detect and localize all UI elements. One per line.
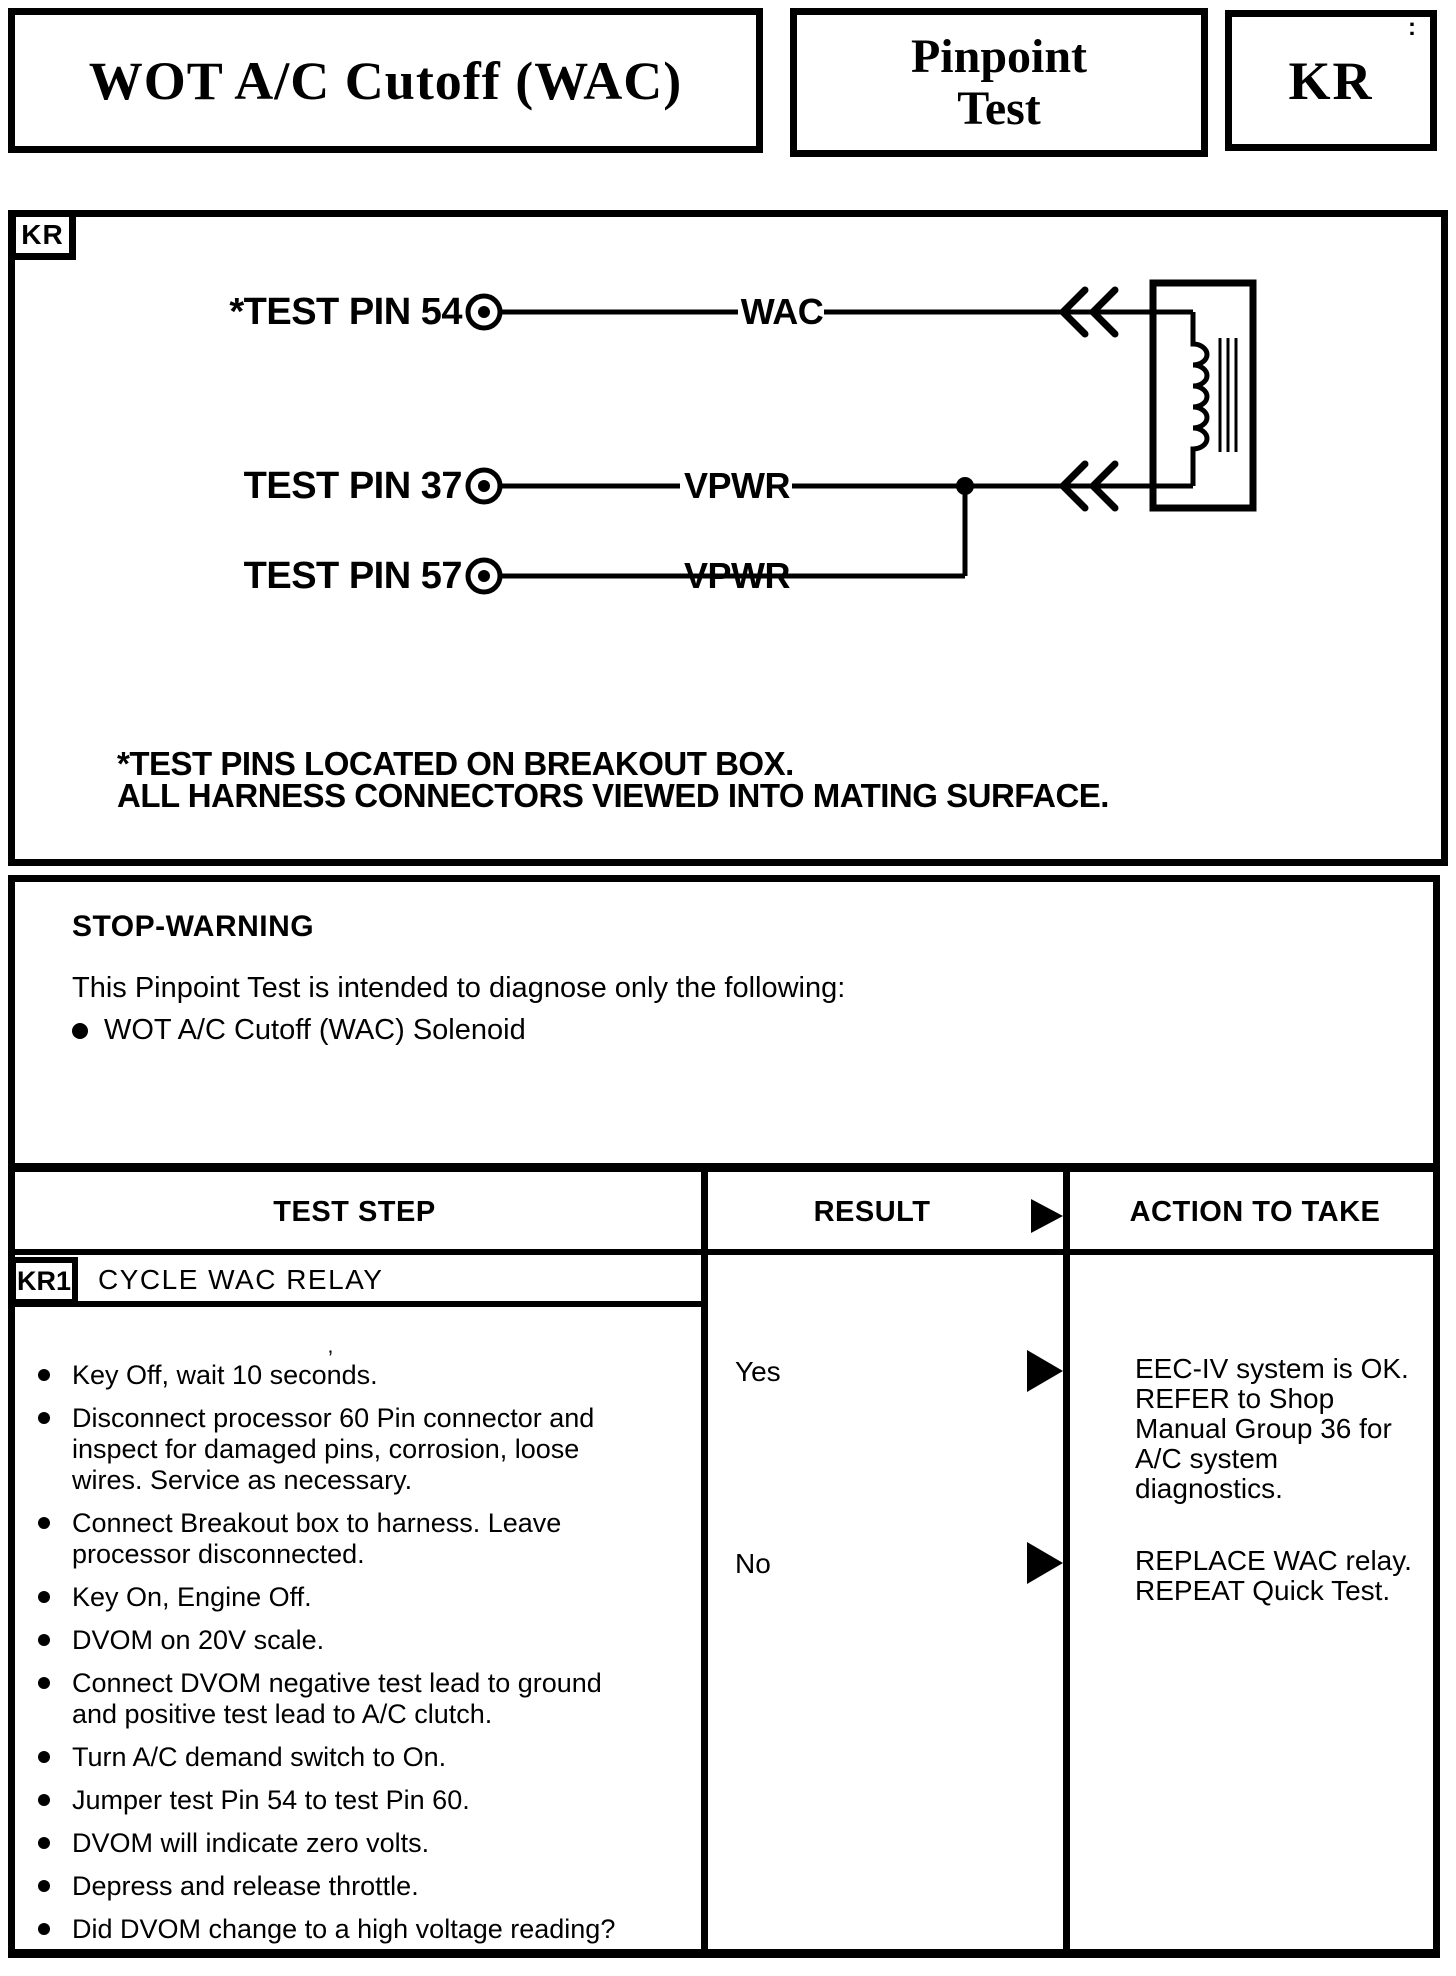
- test-step-list: Key Off, wait 10 seconds. Disconnect pro…: [8, 1310, 702, 1957]
- doc-type-line2: Test: [957, 81, 1041, 135]
- result-arrow-icon: [1031, 1199, 1063, 1233]
- column-header-action: ACTION TO TAKE: [1129, 1196, 1381, 1228]
- scan-noise-mark: :: [1408, 14, 1416, 41]
- doc-type-line1: Pinpoint: [910, 29, 1088, 83]
- test-step-item: Key On, Engine Off.: [38, 1582, 644, 1613]
- result-yes-label: Yes: [735, 1356, 781, 1387]
- action-for-no: REPLACE WAC relay. REPEAT Quick Test.: [1135, 1546, 1445, 1606]
- test-step-text: Connect Breakout box to harness. Leave p…: [72, 1508, 562, 1569]
- vpwr-wire-label-1: VPWR: [684, 465, 791, 506]
- test-pin-54-label: *TEST PIN 54: [229, 291, 462, 333]
- action-for-yes: EEC-IV system is OK. REFER to Shop Manua…: [1135, 1354, 1445, 1504]
- test-step-text: Key Off, wait 10 seconds.: [72, 1360, 378, 1390]
- diagram-section-tag: KR: [8, 210, 76, 260]
- test-step-text: Did DVOM change to a high voltage readin…: [72, 1914, 616, 1944]
- test-step-text: Jumper test Pin 54 to test Pin 60.: [72, 1785, 470, 1815]
- action-line: Manual Group 36 for: [1135, 1413, 1392, 1444]
- action-line: REFER to Shop: [1135, 1383, 1335, 1414]
- bullet-icon: [38, 1677, 50, 1689]
- result-no-arrow-icon: [1027, 1542, 1063, 1584]
- step-id: KR1: [16, 1265, 71, 1296]
- diagram-note-line2: ALL HARNESS CONNECTORS VIEWED INTO MATIN…: [117, 777, 1109, 814]
- header-row-underline: [8, 1249, 1440, 1255]
- bullet-icon: [38, 1880, 50, 1892]
- test-step-item: Connect Breakout box to harness. Leave p…: [38, 1508, 644, 1570]
- result-yes-arrow-icon: [1027, 1350, 1063, 1392]
- page-title: WOT A/C Cutoff (WAC): [88, 50, 683, 111]
- step-banner-underline: [8, 1301, 701, 1307]
- action-line: diagnostics.: [1135, 1473, 1283, 1504]
- test-step-text: Connect DVOM negative test lead to groun…: [72, 1668, 602, 1729]
- action-line: REPLACE WAC relay.: [1135, 1545, 1412, 1576]
- test-step-item: Connect DVOM negative test lead to groun…: [38, 1668, 644, 1730]
- step-title: CYCLE WAC RELAY: [98, 1264, 384, 1295]
- doc-type: Pinpoint Test: [910, 29, 1088, 135]
- test-step-item: Disconnect processor 60 Pin connector an…: [38, 1403, 644, 1496]
- bullet-icon: [38, 1634, 50, 1646]
- bullet-icon: [38, 1794, 50, 1806]
- test-step-item: Jumper test Pin 54 to test Pin 60.: [38, 1785, 644, 1816]
- test-pin-57-label: TEST PIN 57: [243, 555, 463, 597]
- test-step-item: Did DVOM change to a high voltage readin…: [38, 1914, 644, 1945]
- test-step-item: Depress and release throttle.: [38, 1871, 644, 1902]
- test-pin-37-label: TEST PIN 37: [243, 465, 463, 507]
- bullet-icon: [38, 1923, 50, 1935]
- diagram-section-tag-label: KR: [21, 219, 64, 250]
- action-line: A/C system: [1135, 1443, 1279, 1474]
- stop-warning-heading: STOP-WARNING: [72, 910, 315, 943]
- test-step-text: Key On, Engine Off.: [72, 1582, 312, 1612]
- bullet-icon: [38, 1751, 50, 1763]
- bullet-icon: [38, 1837, 50, 1849]
- stop-warning-intro: This Pinpoint Test is intended to diagno…: [72, 972, 846, 1004]
- column-divider-2: [1063, 1163, 1070, 1958]
- wac-wire-label: WAC: [740, 291, 824, 332]
- stop-warning-item-text: WOT A/C Cutoff (WAC) Solenoid: [104, 1014, 526, 1046]
- bullet-icon: [38, 1412, 50, 1424]
- column-header-test-step: TEST STEP: [273, 1196, 436, 1228]
- test-step-text: Depress and release throttle.: [72, 1871, 419, 1901]
- test-step-text: Disconnect processor 60 Pin connector an…: [72, 1403, 595, 1495]
- bullet-icon: [38, 1517, 50, 1529]
- diagram-note-line1: *TEST PINS LOCATED ON BREAKOUT BOX.: [117, 745, 794, 782]
- action-line: REPEAT Quick Test.: [1135, 1575, 1391, 1606]
- bullet-icon: [38, 1369, 50, 1381]
- section-code-box: KR: [1225, 10, 1437, 151]
- test-step-text: DVOM on 20V scale.: [72, 1625, 325, 1655]
- bullet-icon: [72, 1022, 88, 1039]
- test-step-item: Key Off, wait 10 seconds.: [38, 1360, 644, 1391]
- test-step-item: DVOM on 20V scale.: [38, 1625, 644, 1656]
- test-step-text: DVOM will indicate zero volts.: [72, 1828, 430, 1858]
- column-divider-1: [701, 1163, 708, 1958]
- result-no-label: No: [735, 1548, 771, 1579]
- test-step-item: DVOM will indicate zero volts.: [38, 1828, 644, 1859]
- page-title-box: WOT A/C Cutoff (WAC): [8, 8, 763, 153]
- scan-noise-mark: ’: [328, 1346, 333, 1371]
- vpwr-wire-label-2: VPWR: [684, 555, 791, 596]
- test-step-text: Turn A/C demand switch to On.: [72, 1742, 447, 1772]
- stop-warning-item: WOT A/C Cutoff (WAC) Solenoid: [72, 1014, 526, 1047]
- bullet-icon: [38, 1591, 50, 1603]
- doc-type-box: Pinpoint Test: [790, 8, 1208, 157]
- column-header-result: RESULT: [813, 1196, 931, 1228]
- section-code: KR: [1288, 50, 1374, 111]
- step-id-badge: KR1: [8, 1257, 78, 1305]
- pinpoint-test-table: [8, 1163, 1440, 1958]
- test-step-item: Turn A/C demand switch to On.: [38, 1742, 644, 1773]
- stop-warning-panel: [8, 875, 1440, 1163]
- action-line: EEC-IV system is OK.: [1135, 1353, 1409, 1384]
